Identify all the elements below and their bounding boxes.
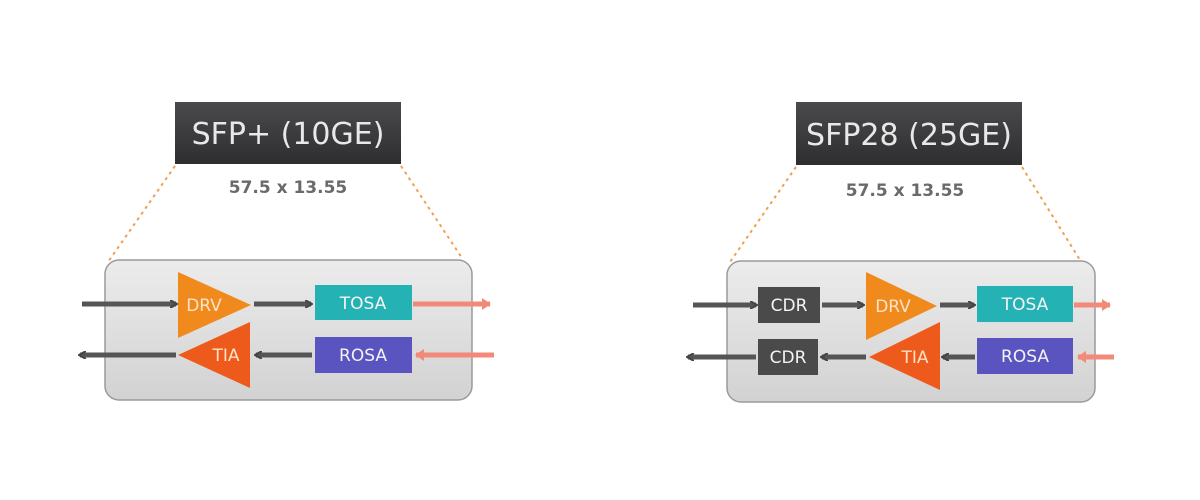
panel-title: SFP28 (25GE) xyxy=(806,118,1012,153)
rosa-block xyxy=(315,337,412,373)
tosa-label: TOSA xyxy=(1001,295,1049,315)
panel-title: SFP+ (10GE) xyxy=(192,117,385,152)
rosa-label: ROSA xyxy=(1001,347,1049,367)
zoom-guide-line xyxy=(1021,166,1081,261)
drv-amplifier xyxy=(178,272,251,338)
tia-amplifier xyxy=(178,322,250,388)
tia-amplifier xyxy=(869,322,940,390)
rosa-block xyxy=(977,338,1073,374)
tosa-label: TOSA xyxy=(339,294,387,314)
tia-label: TIA xyxy=(900,348,928,368)
cdr-rx-block xyxy=(758,339,818,375)
drv-amplifier xyxy=(866,272,937,340)
title-box xyxy=(175,102,401,164)
zoom-guide-line xyxy=(400,165,463,259)
tosa-block xyxy=(977,286,1073,322)
drv-label: DRV xyxy=(875,297,911,317)
zoom-guide-line xyxy=(729,166,797,263)
cdr-tx-label: CDR xyxy=(771,296,808,316)
cdr-tx-block xyxy=(758,287,820,323)
title-box xyxy=(796,102,1022,165)
panel-sfp28: SFP28 (25GE) 57.5 x 13.55 CDR DRV TOSA R… xyxy=(688,102,1114,403)
module-body xyxy=(726,260,1096,403)
rosa-label: ROSA xyxy=(339,346,387,366)
dimensions-label: 57.5 x 13.55 xyxy=(229,178,348,198)
drv-label: DRV xyxy=(186,296,222,316)
zoom-guide-line xyxy=(107,165,176,263)
cdr-rx-label: CDR xyxy=(770,348,807,368)
panel-sfp-plus: SFP+ (10GE) 57.5 x 13.55 DRV TOSA ROSA T… xyxy=(80,102,494,401)
dimensions-label: 57.5 x 13.55 xyxy=(846,181,965,201)
module-body xyxy=(104,259,473,401)
tia-label: TIA xyxy=(211,346,239,366)
tosa-block xyxy=(315,285,412,320)
